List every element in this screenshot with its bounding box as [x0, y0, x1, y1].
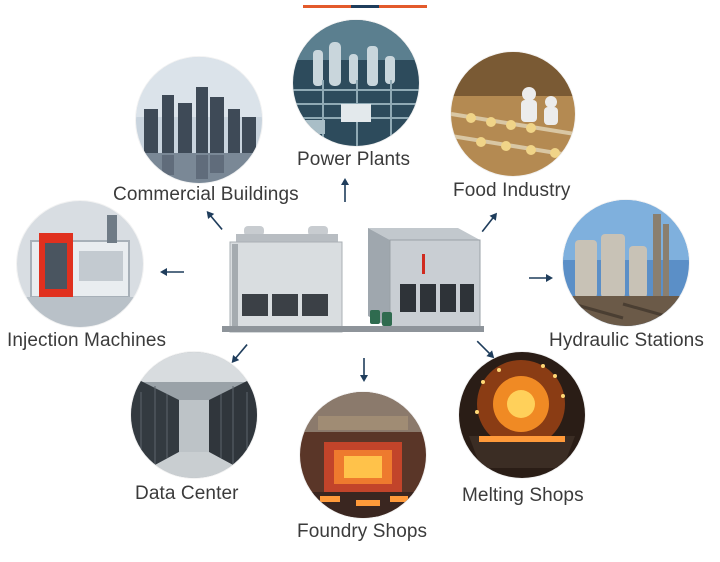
closed-cooling-tower-right-image	[340, 218, 485, 336]
hydraulic-stations-image	[563, 200, 689, 326]
injection-machines-label: Injection Machines	[7, 330, 167, 351]
foundry-shops-label: Foundry Shops	[297, 521, 428, 542]
arrow-icon	[525, 263, 555, 293]
data-center-label: Data Center	[135, 483, 239, 504]
arrow-icon	[158, 257, 188, 287]
power-plants-image	[293, 20, 419, 146]
commercial-buildings-label: Commercial Buildings	[113, 184, 299, 205]
foundry-shops-image	[300, 392, 426, 518]
hydraulic-stations-label: Hydraulic Stations	[549, 330, 704, 351]
food-industry-label: Food Industry	[453, 180, 571, 201]
top-accent-bar	[303, 5, 427, 8]
arrow-icon	[330, 176, 360, 206]
melting-shops-label: Melting Shops	[462, 485, 584, 506]
power-plants-label: Power Plants	[297, 149, 411, 170]
melting-shops-image	[459, 352, 585, 478]
arrow-icon	[468, 202, 510, 244]
arrow-icon	[219, 332, 261, 374]
food-industry-image	[451, 52, 575, 176]
closed-cooling-tower-left-image	[222, 222, 350, 334]
commercial-buildings-image	[136, 57, 262, 183]
arrow-icon	[194, 200, 236, 242]
arrow-icon	[464, 328, 506, 370]
arrow-icon	[349, 354, 379, 384]
injection-machines-image	[17, 201, 143, 327]
